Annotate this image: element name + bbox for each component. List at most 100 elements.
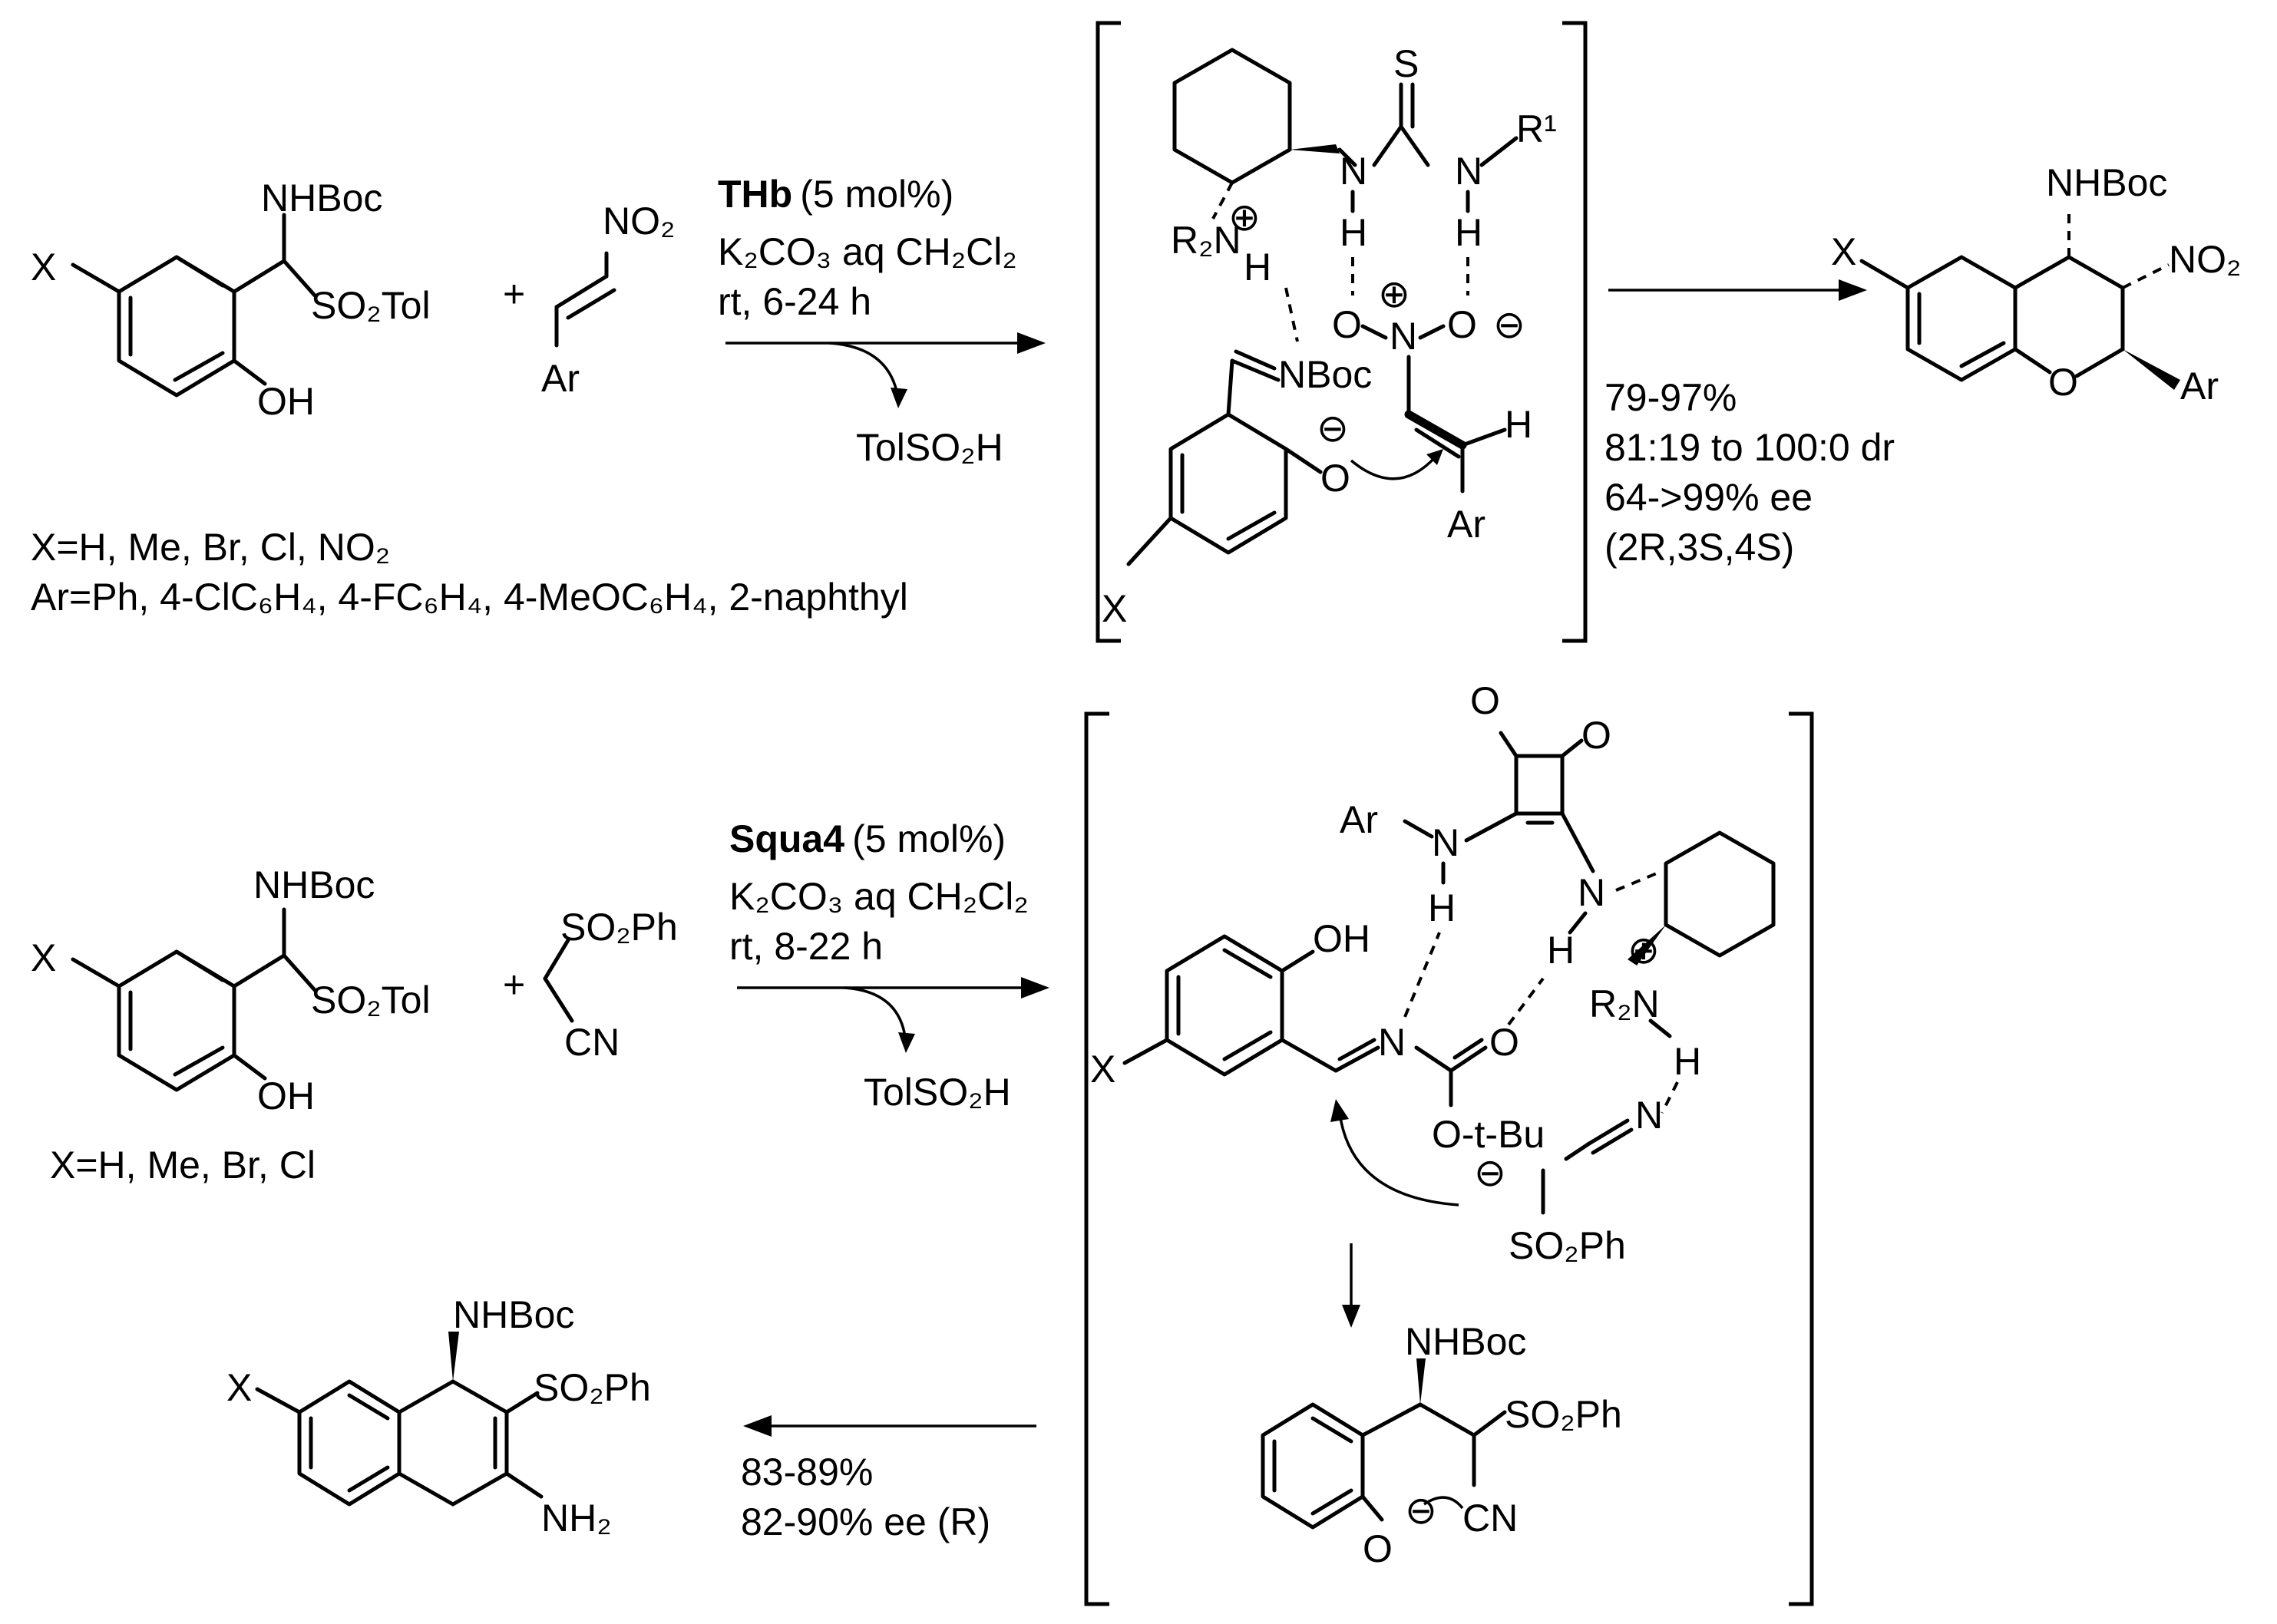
squaramide-o-right: O [1581, 714, 1611, 757]
sulfonyl-acetonitrile: SO₂Ph CN [543, 906, 678, 1064]
ammonium-h: H [1244, 246, 1271, 289]
squaramide-h-right: H [1547, 929, 1575, 972]
phenoxide-o: O [1320, 457, 1350, 500]
phenoxide-minus: ⊖ [1317, 407, 1349, 450]
r2n-label-2: R₂N [1589, 982, 1660, 1025]
ts2-x: X [1090, 1048, 1115, 1091]
nhboc-label: NHBoc [261, 177, 382, 220]
arrow-to-product-2: 83-89% 82-90% ee (R) [741, 1415, 1036, 1543]
conditions-2: rt, 8-22 h [729, 925, 883, 968]
reaction-arrow-1: THb(5 mol%) K₂CO₃ aq CH₂Cl₂ rt, 6-24 h T… [718, 173, 1046, 469]
aminonaphthalene-product: X NHBoc SO₂Ph NH₂ [226, 1293, 651, 1540]
yield-1: 79-97% [1604, 376, 1737, 419]
nitro-o-right: O [1447, 303, 1477, 346]
int-cn: CN [1462, 1497, 1518, 1540]
squaramide-o-left: O [1470, 679, 1500, 722]
byproduct-tolso2h: TolSO₂H [856, 426, 1003, 469]
config-1: (2R,3S,4S) [1604, 526, 1794, 569]
int-nhboc: NHBoc [1405, 1320, 1526, 1363]
alkene-h: H [1505, 403, 1532, 446]
chromane-product: NHBoc NO₂ O Ar X [1831, 161, 2241, 408]
carbonyl-o: O [1489, 1021, 1519, 1064]
int-so2ph: SO₂Ph [1505, 1393, 1622, 1436]
product2-x: X [226, 1366, 252, 1409]
thiourea-n-left: N [1340, 150, 1367, 193]
dr-1: 81:19 to 100:0 dr [1604, 426, 1895, 469]
base-solvent-2: K₂CO₃ aq CH₂Cl₂ [729, 875, 1029, 918]
scope-x-2: X=H, Me, Br, Cl [50, 1144, 316, 1187]
transition-state-2: O O Ar N H N H ⊕ R₂N H OH X N [1084, 679, 1814, 1606]
product1-ar: Ar [2180, 365, 2219, 408]
thiourea-h-left: H [1340, 211, 1367, 254]
scope-ar: Ar=Ph, 4-ClC₆H₄, 4-FC₆H₄, 4-MeOC₆H₄, 2-n… [31, 576, 908, 619]
scope-x: X=H, Me, Br, Cl, NO₂ [31, 526, 390, 569]
nitro-minus: ⊖ [1493, 303, 1525, 346]
catalyst-squa4: Squa4 [729, 817, 844, 860]
catalyst-loading: (5 mol%) [800, 173, 953, 216]
nhboc-label-2: NHBoc [253, 863, 375, 906]
product2-nh2: NH₂ [541, 1497, 612, 1540]
squaramide-n-left: N [1432, 821, 1459, 864]
svg-text:Squa4(5 mol%): Squa4(5 mol%) [729, 817, 1006, 860]
imine-n: N [1378, 1021, 1406, 1064]
int-o: O [1363, 1527, 1393, 1570]
byproduct-tolso2h-2: TolSO₂H [864, 1071, 1011, 1114]
ammonium-plus: ⊕ [1228, 196, 1261, 239]
so2tol-label: SO₂Tol [311, 284, 431, 327]
int-minus: ⊖ [1405, 1489, 1437, 1532]
oh-label: OH [257, 380, 315, 423]
nitro-o-left: O [1332, 303, 1362, 346]
no2-label: NO₂ [603, 200, 675, 243]
base-solvent: K₂CO₃ aq CH₂Cl₂ [718, 230, 1017, 273]
ammonium-plus-2: ⊕ [1628, 929, 1660, 972]
catalyst-loading-2: (5 mol%) [852, 817, 1006, 860]
catalyst-thb: THb [718, 173, 792, 216]
otbu-label: O-t-Bu [1432, 1113, 1545, 1156]
substituent-x: X [31, 246, 56, 289]
svg-text:THb(5 mol%): THb(5 mol%) [718, 173, 953, 216]
thiourea-s: S [1393, 42, 1419, 85]
nitro-n: N [1390, 315, 1417, 358]
r1-label: R¹ [1516, 107, 1557, 150]
product1-nhboc: NHBoc [2046, 161, 2167, 204]
reaction-arrow-2: Squa4(5 mol%) K₂CO₃ aq CH₂Cl₂ rt, 8-22 h… [729, 817, 1049, 1114]
ammonium-h-2: H [1674, 1040, 1701, 1083]
squaramide-h-left: H [1428, 886, 1456, 929]
ts2-ar: Ar [1340, 798, 1378, 841]
carbanion-minus: ⊖ [1474, 1151, 1506, 1194]
oh-label-2: OH [257, 1074, 315, 1117]
aminal-sulfone-2: X NHBoc SO₂Tol OH [31, 863, 431, 1117]
substituent-x-2: X [31, 936, 56, 979]
nboc-label: NBoc [1278, 353, 1372, 396]
ee-2: 82-90% ee (R) [741, 1500, 990, 1543]
plus-sign: + [503, 272, 525, 315]
product1-x: X [1831, 230, 1856, 273]
product1-no2: NO₂ [2169, 238, 2241, 281]
product2-nhboc: NHBoc [453, 1293, 574, 1336]
nitrile-n: N [1635, 1094, 1663, 1137]
nitroalkene: NO₂ Ar [541, 200, 675, 400]
plus-sign-2: + [503, 963, 525, 1006]
ts2-so2ph: SO₂Ph [1509, 1224, 1626, 1267]
thiourea-n-right: N [1455, 150, 1482, 193]
cn-label: CN [564, 1021, 620, 1064]
product2-so2ph: SO₂Ph [534, 1366, 651, 1409]
ts1-ar: Ar [1447, 503, 1486, 546]
ar-label: Ar [541, 357, 580, 400]
yield-2: 83-89% [741, 1451, 873, 1494]
ee-1: 64->99% ee [1604, 476, 1813, 519]
svg-text:O-t-Bu: O-t-Bu [1432, 1113, 1545, 1156]
thiourea-h-right: H [1455, 211, 1482, 254]
phenol-oh: OH [1313, 917, 1370, 960]
r2n-label: R₂N [1171, 219, 1241, 262]
aminal-sulfone-1: X NHBoc SO₂Tol OH [31, 177, 431, 423]
so2ph-label: SO₂Ph [560, 906, 678, 949]
product1-o: O [2048, 361, 2078, 404]
conditions: rt, 6-24 h [718, 280, 871, 323]
transition-state-1: S N N R¹ H H R₂N ⊕ H O ⊕ N O ⊖ H Ar NBoc [1096, 21, 1588, 643]
nitro-plus: ⊕ [1378, 272, 1410, 315]
arrow-to-chromane: 79-97% 81:19 to 100:0 dr 64->99% ee (2R,… [1604, 279, 1895, 569]
squaramide-n-right: N [1578, 871, 1605, 914]
so2tol-label-2: SO₂Tol [311, 979, 431, 1022]
